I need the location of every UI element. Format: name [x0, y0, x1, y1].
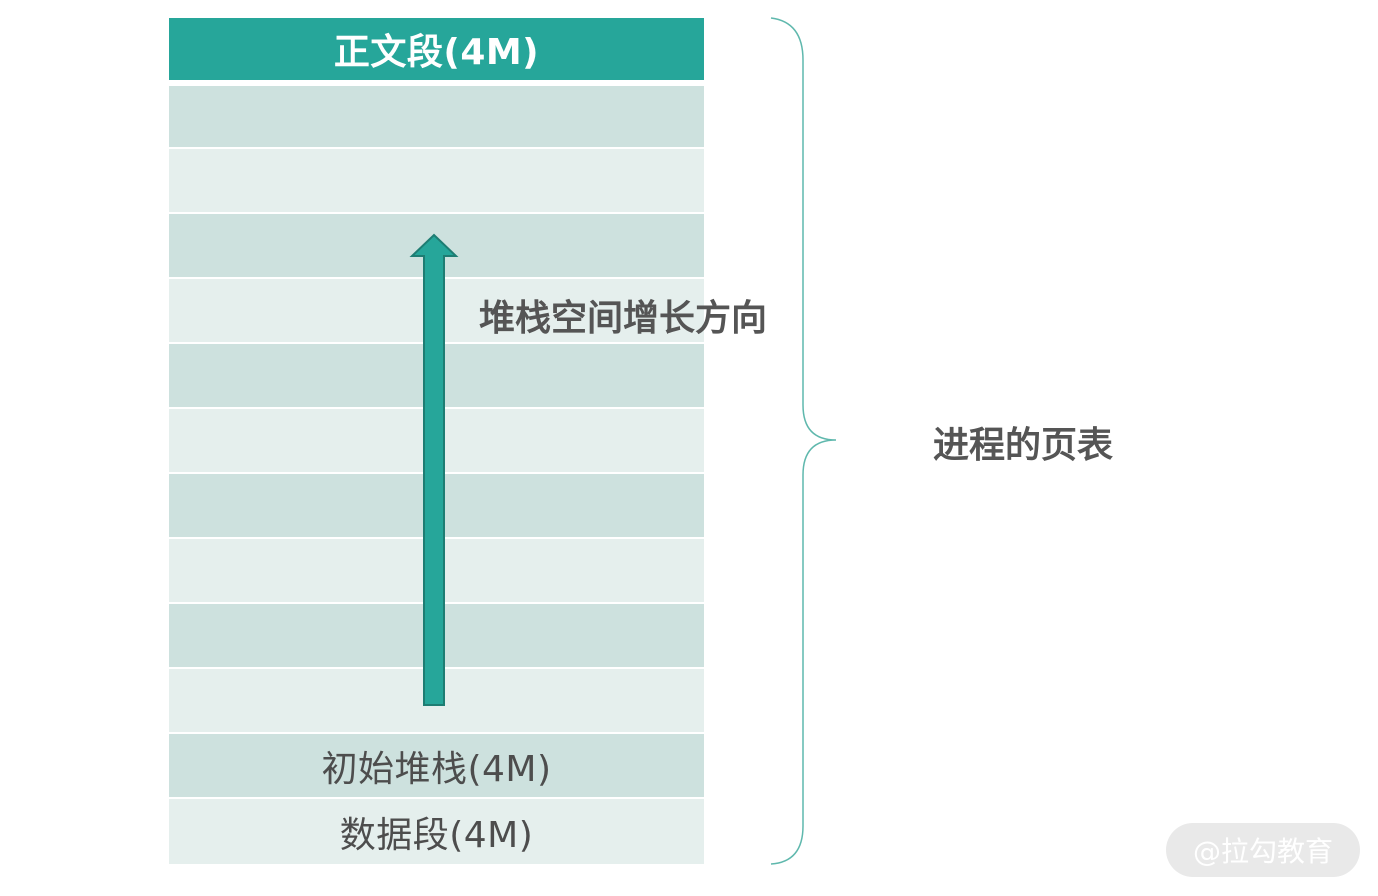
text-segment-label: 正文段(4M) — [333, 32, 540, 73]
page-table-row — [169, 474, 704, 537]
page-table-row — [169, 669, 704, 732]
text-segment-row: 正文段(4M) — [169, 18, 704, 80]
initial-stack-row: 初始堆栈(4M) — [169, 734, 704, 797]
process-page-table-label: 进程的页表 — [933, 425, 1114, 466]
initial-stack-label: 初始堆栈(4M) — [321, 748, 552, 790]
watermark: @拉勾教育 — [1166, 823, 1360, 877]
page-table-brace — [770, 17, 837, 865]
page-table: 正文段(4M) 初始堆栈(4M) 数据段(4M) — [169, 18, 704, 864]
data-segment-row: 数据段(4M) — [169, 799, 704, 864]
page-table-row — [169, 214, 704, 277]
page-table-row — [169, 604, 704, 667]
page-table-row — [169, 344, 704, 407]
data-segment-label: 数据段(4M) — [339, 814, 534, 856]
page-table-row — [169, 409, 704, 472]
page-table-row — [169, 539, 704, 602]
stack-growth-label: 堆栈空间增长方向 — [479, 298, 768, 339]
page-table-row — [169, 149, 704, 212]
page-table-row — [169, 86, 704, 147]
